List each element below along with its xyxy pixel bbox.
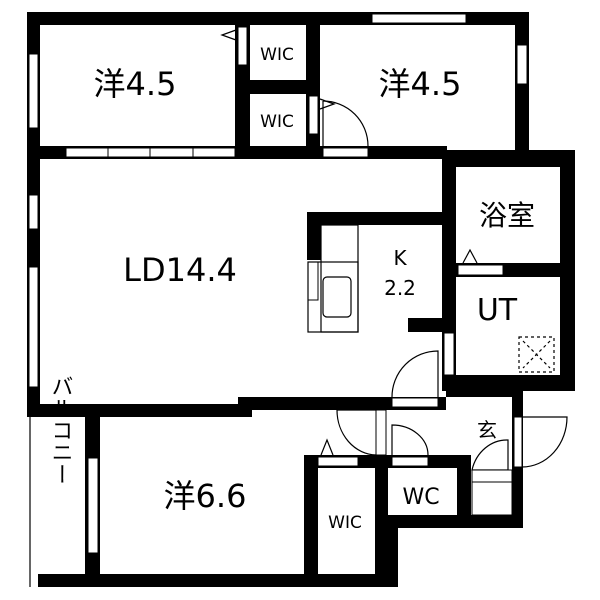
door-swing-arc	[391, 350, 439, 398]
label-bedroom-1: 洋4.5	[94, 65, 177, 103]
label-kitchen: K	[393, 246, 407, 270]
windows	[28, 13, 528, 554]
shoe-cabinet	[471, 481, 513, 516]
window-kitchen	[307, 261, 319, 301]
door-hall	[375, 409, 387, 456]
label-ld: LD14.4	[123, 251, 237, 289]
door-entrance	[513, 416, 523, 468]
door-marker-triangle	[462, 248, 478, 264]
entrance-step	[471, 469, 513, 483]
door-swing-arc	[336, 409, 377, 456]
door-swing-arc	[471, 439, 509, 471]
window-top-right	[371, 13, 467, 24]
wall-entrance-top	[446, 391, 523, 397]
window-bedroom2	[516, 44, 528, 85]
wall-ld-bottom-left	[27, 404, 252, 417]
door-marker-triangle	[319, 98, 336, 110]
label-wic-3: WIC	[328, 513, 362, 533]
label-wic-1: WIC	[260, 45, 294, 65]
wall-kitchen-stub	[408, 318, 456, 332]
label-balcony: バルコニー	[48, 375, 73, 485]
door-wc	[391, 456, 429, 467]
door-marker-triangle	[320, 438, 334, 456]
door-bath	[457, 264, 504, 276]
label-bath: 浴室	[479, 199, 535, 232]
window-bedroom1	[28, 53, 39, 129]
washer-x-icon	[522, 340, 551, 369]
wall-wc-bottom	[388, 515, 523, 528]
label-wc: WC	[402, 485, 439, 510]
sliding-door-panel	[107, 147, 151, 158]
sliding-door-panel	[149, 147, 194, 158]
sliding-door-panel	[65, 147, 109, 158]
label-ut: UT	[477, 293, 518, 328]
label-wic-2: WIC	[260, 112, 294, 132]
wall-bath-left	[442, 150, 456, 330]
door-marker-triangle	[220, 29, 237, 41]
label-entrance: 玄	[477, 418, 497, 442]
label-bedroom-3: 洋6.6	[164, 477, 247, 515]
kitchen-counter	[320, 224, 359, 333]
wall-wic3-right	[375, 455, 388, 577]
window-ut	[443, 332, 455, 376]
wall-kitchen-top	[307, 212, 447, 225]
door-wic1	[237, 26, 248, 66]
washer-space	[518, 336, 555, 373]
door-swing-arc	[322, 100, 369, 147]
wall-wc-right	[457, 455, 471, 528]
label-bedroom-2: 洋4.5	[379, 65, 462, 103]
door-wic3	[317, 456, 359, 467]
wall-lower-right	[388, 515, 398, 587]
doors	[65, 26, 568, 516]
wall-wic-mid	[235, 80, 320, 94]
kitchen-sink	[322, 276, 352, 318]
label-kitchen-size: 2.2	[384, 276, 416, 300]
window-bedroom3	[87, 457, 99, 554]
door-ld	[391, 397, 439, 408]
window-ld-2	[28, 266, 39, 388]
sliding-door-panel	[192, 147, 236, 158]
door-swing-arc	[391, 424, 429, 456]
window-ld-1	[28, 194, 39, 230]
room-labels: 洋4.5 洋4.5 WIC WIC LD14.4 K 2.2 浴室 UT 洋6.…	[48, 45, 536, 533]
wall-kitchen-left	[307, 212, 321, 260]
door-swing-arc	[521, 416, 568, 468]
wall-bottom	[38, 574, 398, 587]
wall-bath-top	[442, 150, 575, 167]
wall-ut-bottom	[442, 375, 575, 391]
door-wic2	[308, 95, 319, 135]
wall-wic3-left	[304, 455, 318, 577]
door-bedroom2	[322, 147, 369, 158]
fixtures	[29, 224, 555, 587]
